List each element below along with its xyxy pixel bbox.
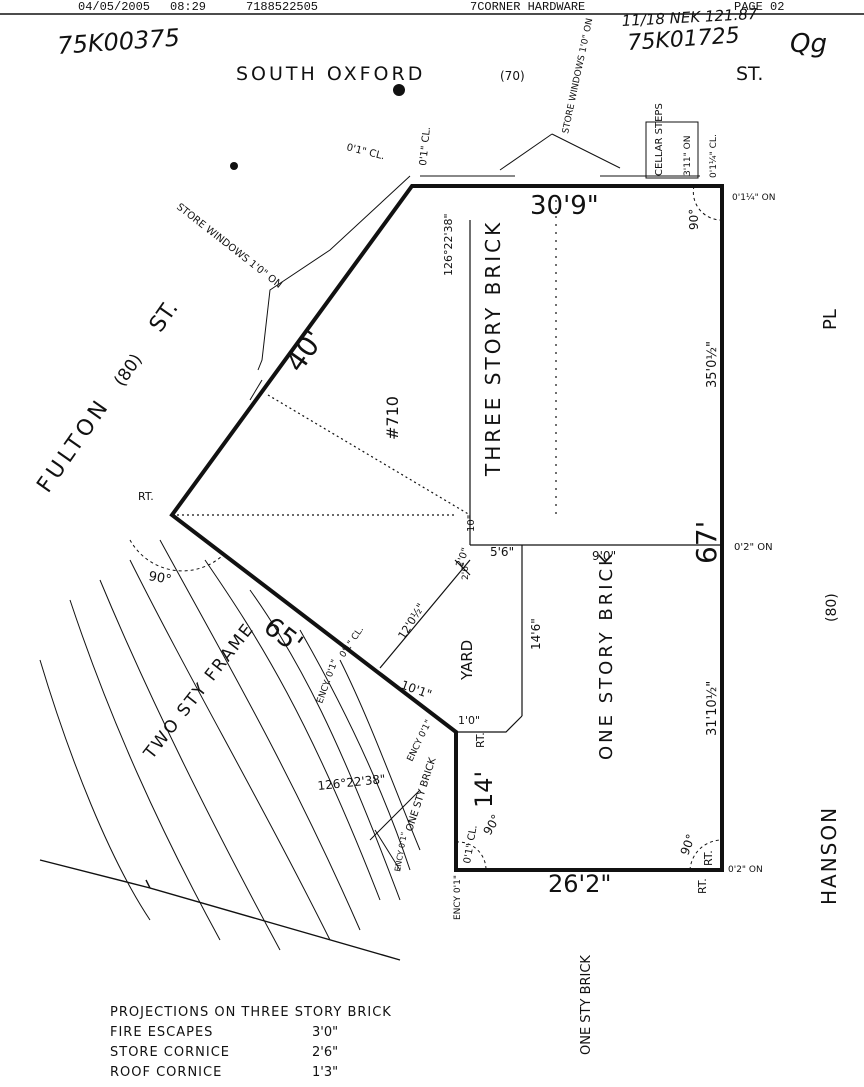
annot-ency-three: ENCY 0'1"	[393, 831, 409, 872]
street-fulton-suffix: ST.	[145, 297, 184, 337]
annot-top-right-on: 0'1¼" ON	[732, 193, 775, 203]
street-fulton-width: (80)	[110, 350, 146, 390]
ink-dot-small	[230, 162, 238, 170]
annot-cellar-steps: CELLAR STEPS	[654, 103, 665, 176]
dim-interior-nine: 10"	[466, 515, 477, 532]
dim-diagonal: 40'	[279, 324, 331, 378]
annot-rt-inner: RT.	[474, 732, 487, 748]
fax-date: 04/05/2005	[78, 0, 150, 14]
street-south-oxford-suffix: ST.	[736, 63, 763, 85]
street-fulton: FULTON	[32, 394, 115, 498]
dim-right-upper: 35'0½"	[705, 341, 720, 388]
dim-angle-one: 126°22'38"	[442, 213, 455, 276]
projection-value-store-cornice: 2'6"	[312, 1045, 338, 1060]
two-sty-frame-hatch	[39, 539, 421, 951]
annot-cellar-steps-dim: 3'11" ON	[683, 136, 693, 176]
dim-left-vertical: 14'	[470, 771, 498, 808]
annot-rt-bottom: RT.	[702, 850, 715, 866]
annot-rt-left: RT.	[138, 490, 154, 503]
small-building-outline	[369, 789, 421, 871]
street-south-oxford: SOUTH OXFORD	[236, 63, 425, 85]
street-hanson: HANSON	[817, 806, 841, 905]
angle-label-bottom-left: 90°	[480, 812, 503, 837]
annot-ency-two: ENCY 0'1"	[406, 718, 435, 763]
inner-lines	[172, 200, 722, 733]
dim-right-total: 67'	[690, 521, 723, 564]
annot-rt-corner: RT.	[696, 878, 709, 894]
label-one-sty-brick-small: ONE STY BRICK	[404, 756, 438, 833]
projection-value-roof-cornice: 1'3"	[312, 1065, 338, 1080]
dim-interior-five: 10'1"	[399, 678, 434, 702]
annot-store-windows-top: STORE WINDOWS 1'0" ON	[561, 17, 595, 134]
street-hanson-group: HANSON	[817, 806, 841, 905]
angle-label-top-right: 90°	[687, 209, 701, 230]
street-hanson-width: (80)	[824, 593, 840, 622]
projection-label-store-cornice: STORE CORNICE	[110, 1045, 230, 1060]
right-mark: Qg	[790, 29, 827, 59]
label-three-story: THREE STORY BRICK	[481, 220, 505, 477]
dim-bottom: 26'2"	[548, 870, 611, 898]
annot-top-cl-one: 0'1" CL.	[345, 142, 385, 162]
annot-right-on: 0'2" ON	[734, 542, 773, 553]
angle-label-bottom-right: 90°	[678, 832, 698, 857]
annot-cl-bottom: 0'1" CL.	[462, 824, 480, 864]
angle-arcs	[129, 185, 723, 871]
callout-lines	[249, 121, 700, 401]
street-south-oxford-width: (70)	[500, 69, 525, 83]
label-one-sty-brick-bottom: ONE STY BRICK	[579, 955, 594, 1055]
fax-sender: 7CORNER HARDWARE	[470, 0, 585, 14]
annot-top-right-cl: 0'1¼" CL.	[709, 134, 719, 178]
dim-interior-four: 1'0"	[458, 714, 480, 727]
dim-interior-two: 5'6"	[490, 545, 514, 559]
lot-outline	[169, 184, 724, 872]
dim-interior-one: 9'0"	[592, 549, 616, 563]
label-yard: YARD	[458, 640, 476, 681]
label-one-story: ONE STORY BRICK	[596, 551, 617, 760]
ink-dot	[393, 84, 405, 96]
fax-phone: 7188522505	[246, 0, 318, 14]
annot-store-windows-left: STORE WINDOWS 1'0" ON	[174, 202, 284, 291]
fax-page: PAGE 02	[734, 0, 784, 14]
fax-time: 08:29	[170, 0, 206, 14]
dim-interior-three: 14'6"	[529, 618, 543, 650]
projection-label-fire-escapes: FIRE ESCAPES	[110, 1025, 213, 1040]
dim-interior-six: 12'0½"	[396, 601, 428, 642]
left-code: 75K00375	[56, 23, 180, 59]
label-lot-number: #710	[383, 396, 402, 440]
dim-left-diagonal: 65'	[258, 612, 308, 660]
annot-ency-four: ENCY 0'1"	[453, 875, 463, 920]
label-two-sty-frame: TWO STY FRAME	[140, 619, 259, 764]
lower-zigzag-line	[39, 859, 401, 961]
annot-bottom-right-on: 0'2" ON	[728, 865, 763, 875]
projection-value-fire-escapes: 3'0"	[312, 1025, 338, 1040]
dim-right-lower: 31'10½"	[705, 681, 720, 736]
street-hanson-suffix: PL	[820, 309, 841, 330]
dim-top: 30'9"	[530, 191, 599, 221]
street-fulton-group: FULTON (80) ST.	[32, 297, 183, 498]
projection-label-roof-cornice: ROOF CORNICE	[110, 1065, 222, 1080]
annot-top-cl-two: 0'1" CL.	[418, 126, 433, 166]
angle-label-left: 90°	[147, 569, 172, 588]
dim-interior-eight: 2'6"	[461, 562, 471, 580]
projections-title: PROJECTIONS ON THREE STORY BRICK	[110, 1005, 392, 1020]
